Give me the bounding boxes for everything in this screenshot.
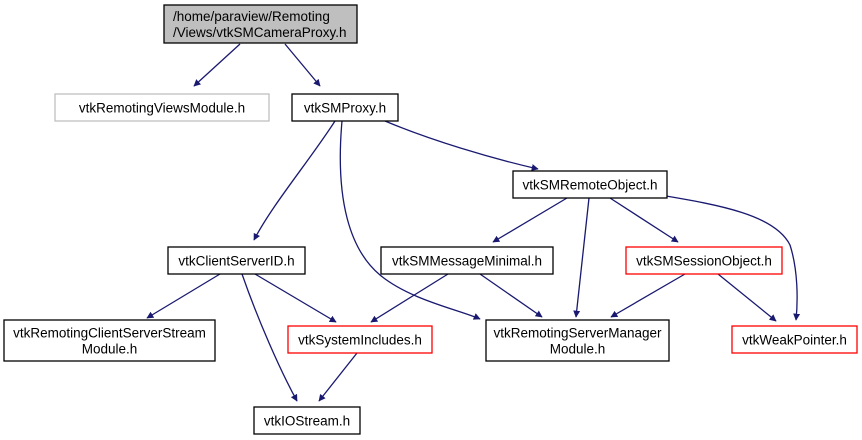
node-client-server-id[interactable]: vtkClientServerID.h	[167, 246, 306, 275]
edge-client_server_id-to-cs_stream_module	[146, 273, 221, 319]
edge-remote_object-to-server_manager_module	[573, 197, 590, 318]
node-box	[625, 246, 783, 275]
node-iostream[interactable]: vtkIOStream.h	[253, 406, 361, 435]
edge-session_object-to-server_manager_module	[610, 273, 686, 318]
edge-message_minimal-to-system_includes	[370, 273, 449, 323]
node-root[interactable]: /home/paraview/Remoting/Views/vtkSMCamer…	[163, 4, 358, 44]
edge-remote_object-to-message_minimal	[492, 197, 568, 243]
node-label: vtkRemotingViewsModule.h	[79, 101, 245, 116]
edge-client_server_id-to-system_includes	[254, 273, 337, 323]
node-system-includes[interactable]: vtkSystemIncludes.h	[287, 325, 433, 354]
node-box	[512, 170, 668, 199]
nodes-layer: /home/paraview/Remoting/Views/vtkSMCamer…	[3, 4, 858, 435]
node-label: vtkIOStream.h	[264, 414, 350, 429]
node-box	[287, 325, 433, 354]
edge-smproxy-to-server_manager_module	[339, 120, 481, 320]
node-label: vtkRemotingServerManager	[493, 326, 662, 341]
node-box	[253, 406, 361, 435]
node-label: vtkRemotingClientServerStream	[13, 326, 206, 341]
node-remote-object[interactable]: vtkSMRemoteObject.h	[512, 170, 668, 199]
edge-system_includes-to-iostream	[318, 352, 358, 402]
node-label: vtkClientServerID.h	[178, 254, 294, 269]
edge-client_server_id-to-iostream	[241, 273, 298, 402]
node-label: vtkSystemIncludes.h	[298, 333, 422, 348]
node-label: Module.h	[550, 342, 606, 357]
edge-message_minimal-to-server_manager_module	[479, 273, 543, 318]
node-label: /home/paraview/Remoting	[173, 9, 330, 24]
node-box	[3, 319, 216, 362]
node-box	[167, 246, 306, 275]
node-label: vtkSMMessageMinimal.h	[392, 254, 542, 269]
edge-root-to-smproxy	[284, 43, 321, 87]
node-label: vtkWeakPointer.h	[742, 333, 847, 348]
node-label: vtkSMSessionObject.h	[636, 254, 772, 269]
edge-smproxy-to-remote_object	[384, 120, 539, 172]
node-label: Module.h	[82, 342, 138, 357]
node-box	[380, 246, 554, 275]
node-box	[163, 4, 358, 44]
edge-remote_object-to-session_object	[609, 197, 679, 243]
edge-remote_object-to-weak_pointer	[659, 194, 801, 321]
node-box	[291, 93, 399, 122]
edges-layer	[146, 43, 801, 402]
node-label: vtkSMProxy.h	[304, 101, 386, 116]
edge-smproxy-to-client_server_id	[253, 120, 336, 241]
node-views-module[interactable]: vtkRemotingViewsModule.h	[54, 93, 270, 122]
node-box	[485, 319, 670, 362]
node-box	[54, 93, 270, 122]
node-message-minimal[interactable]: vtkSMMessageMinimal.h	[380, 246, 554, 275]
node-weak-pointer[interactable]: vtkWeakPointer.h	[731, 325, 858, 354]
node-label: /Views/vtkSMCameraProxy.h	[173, 25, 347, 40]
node-smproxy[interactable]: vtkSMProxy.h	[291, 93, 399, 122]
node-box	[731, 325, 858, 354]
node-label: vtkSMRemoteObject.h	[522, 178, 657, 193]
edge-root-to-views_module	[193, 43, 241, 87]
edge-session_object-to-weak_pointer	[717, 273, 777, 322]
node-session-object[interactable]: vtkSMSessionObject.h	[625, 246, 783, 275]
